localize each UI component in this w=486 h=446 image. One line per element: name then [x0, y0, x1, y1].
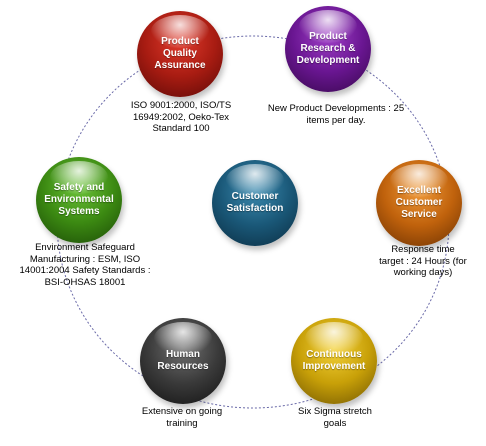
node-label: Continuous Improvement — [302, 349, 366, 372]
node-label: Product Quality Assurance — [154, 36, 206, 71]
node-excellent-customer-service[interactable]: Excellent Customer Service — [376, 160, 462, 246]
node-description: Environment Safeguard Manufacturing : ES… — [19, 242, 151, 288]
node-label: Safety and Environmental Systems — [44, 182, 114, 217]
node-description: New Product Developments : 25 items per … — [267, 103, 405, 126]
node-product-quality-assurance[interactable]: Product Quality Assurance — [137, 11, 223, 97]
sphere-highlight — [49, 161, 109, 194]
sphere-highlight — [304, 322, 364, 355]
sphere-highlight — [150, 15, 210, 48]
node-safety-environmental-systems[interactable]: Safety and Environmental Systems — [36, 157, 122, 243]
node-description: Response time target : 24 Hours (for wor… — [379, 244, 467, 278]
node-label: Human Resources — [157, 349, 209, 372]
sphere-highlight — [153, 322, 213, 355]
sphere-highlight — [225, 164, 285, 197]
node-continuous-improvement[interactable]: Continuous Improvement — [291, 318, 377, 404]
node-description: Six Sigma stretch goals — [298, 406, 372, 429]
node-human-resources[interactable]: Human Resources — [140, 318, 226, 404]
node-label: Product Research & Development — [296, 31, 360, 66]
node-label: Excellent Customer Service — [395, 185, 443, 220]
node-description: Extensive on going training — [141, 406, 223, 429]
center-label: Customer Satisfaction — [226, 191, 284, 214]
node-product-research-development[interactable]: Product Research & Development — [285, 6, 371, 92]
sphere-highlight — [298, 10, 358, 43]
node-description: ISO 9001:2000, ISO/TS 16949:2002, Oeko-T… — [130, 100, 232, 134]
node-customer-satisfaction[interactable]: Customer Satisfaction — [212, 160, 298, 246]
sphere-highlight — [389, 164, 449, 197]
